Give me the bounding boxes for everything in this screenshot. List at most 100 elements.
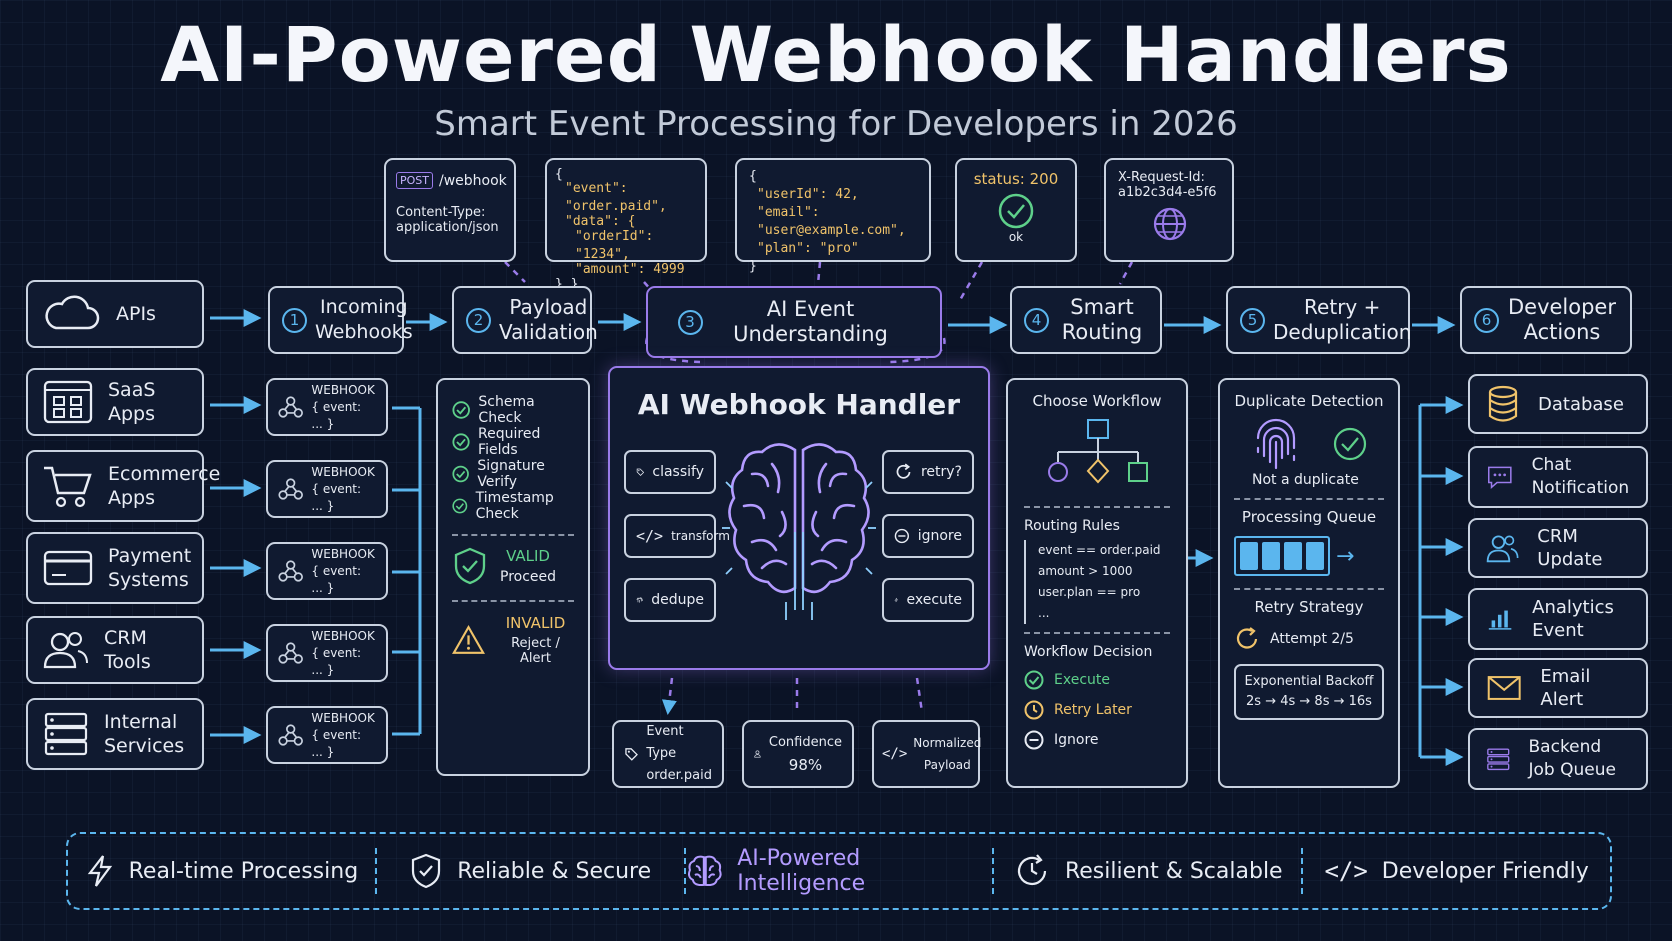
action-crm-update[interactable]: CRM Update: [1468, 518, 1648, 578]
stage-developer-actions[interactable]: 6 Developer Actions: [1460, 286, 1632, 354]
decision-ignore: Ignore: [1024, 730, 1170, 750]
status-code: status: 200: [973, 170, 1059, 188]
source-label: APIs: [116, 303, 156, 325]
status-ok: ok: [1008, 230, 1024, 244]
webhook-card[interactable]: WEBHOOK{ event: ... }: [266, 624, 388, 682]
webhook-body: { event: ... }: [311, 399, 362, 431]
stage-payload-validation[interactable]: 2 Payload Validation: [452, 286, 598, 354]
action-label: Backend Job Queue: [1528, 737, 1616, 780]
users-icon: [1486, 535, 1519, 563]
check-circle-icon: [452, 433, 470, 451]
feature-footer: Real-time Processing Reliable & Secure A…: [66, 832, 1612, 910]
classify-action[interactable]: classify: [624, 450, 716, 494]
source-payment-systems[interactable]: Payment Systems: [26, 532, 204, 604]
arrow-right-icon: →: [1336, 543, 1355, 569]
action-backend-job-queue[interactable]: Backend Job Queue: [1468, 728, 1648, 790]
processing-queue-visual: →: [1234, 536, 1384, 576]
stage-number: 3: [677, 309, 703, 335]
code-icon: </>: [1324, 857, 1368, 885]
action-analytics-event[interactable]: Analytics Event: [1468, 588, 1648, 650]
code-icon: </>: [882, 746, 908, 762]
action-label: classify: [652, 464, 704, 480]
action-database[interactable]: Database: [1468, 374, 1648, 434]
webhook-title: WEBHOOK: [311, 628, 375, 643]
server-icon: [44, 712, 88, 756]
source-ecommerce-apps[interactable]: Ecommerce Apps: [26, 450, 221, 522]
action-email-alert[interactable]: Email Alert: [1468, 658, 1648, 718]
source-saas-apps[interactable]: SaaS Apps: [26, 368, 204, 436]
webhook-body: { event: ... }: [311, 481, 362, 513]
database-icon: [1488, 385, 1518, 422]
fingerprint-icon: [1256, 418, 1296, 470]
webhook-card[interactable]: WEBHOOK{ event: ... }: [266, 706, 388, 764]
action-label: dedupe: [651, 592, 704, 608]
shield-check-icon: [412, 853, 441, 889]
action-label: retry?: [920, 464, 962, 480]
check-circle-icon: [998, 193, 1034, 229]
feature-label: Real-time Processing: [128, 858, 359, 884]
decision-retry-later: Retry Later: [1024, 700, 1170, 720]
backoff-title: Exponential Backoff: [1244, 674, 1374, 689]
source-crm-tools[interactable]: CRM Tools: [26, 616, 204, 684]
json-line: "email": "user@example.com",: [757, 205, 906, 238]
json-line: "amount": 4999: [575, 262, 685, 277]
feature-label: Developer Friendly: [1381, 858, 1589, 884]
webhook-icon: [278, 396, 303, 418]
globe-icon: [1153, 207, 1187, 241]
source-label: Ecommerce Apps: [108, 463, 221, 509]
brain-icon: [687, 855, 722, 886]
output-label: Event Type: [646, 724, 684, 761]
webhook-card[interactable]: WEBHOOK{ event: ... }: [266, 542, 388, 600]
retry-action[interactable]: retry?: [882, 450, 974, 494]
valid-result: VALID Proceed: [452, 546, 574, 586]
source-internal-services[interactable]: Internal Services: [26, 698, 204, 770]
stage-number: 1: [282, 307, 307, 333]
check-label: Required Fields: [478, 426, 541, 458]
action-chat-notification[interactable]: Chat Notification: [1468, 446, 1648, 508]
stage-label: Smart Routing: [1061, 295, 1143, 344]
transform-action[interactable]: </> transform: [624, 514, 730, 558]
stage-incoming-webhooks[interactable]: 1 Incoming Webhooks: [268, 286, 413, 354]
retry-attempt: Attempt 2/5: [1234, 626, 1384, 652]
feature-developer-friendly: </> Developer Friendly: [1303, 834, 1610, 908]
stage-ai-event-understanding[interactable]: 3 AI Event Understanding: [646, 286, 942, 358]
feature-resilient: Resilient & Scalable: [994, 834, 1301, 908]
webhook-card[interactable]: WEBHOOK{ event: ... }: [266, 460, 388, 518]
card-icon: [43, 550, 93, 586]
feature-reliable: Reliable & Secure: [377, 834, 684, 908]
execute-action[interactable]: execute: [882, 578, 974, 622]
check-circle-icon: [1024, 670, 1044, 690]
webhook-body: { event: ... }: [311, 727, 362, 759]
page-title: AI-Powered Webhook Handlers: [160, 10, 1512, 99]
processing-queue-title: Processing Queue: [1241, 508, 1377, 526]
ignore-action[interactable]: ignore: [882, 514, 974, 558]
content-type-value: application/json: [396, 220, 499, 235]
stage-smart-routing[interactable]: 4 Smart Routing: [1010, 286, 1162, 354]
bar-chart-icon: [1488, 610, 1512, 630]
attempt-label: Attempt 2/5: [1270, 631, 1354, 647]
webhook-card[interactable]: WEBHOOK{ event: ... }: [266, 378, 388, 436]
check-item: Required Fields: [452, 426, 574, 458]
cart-icon: [44, 466, 92, 508]
routing-rules-title: Routing Rules: [1024, 518, 1120, 534]
json-line: "data": {: [565, 214, 636, 229]
valid-label: VALID: [506, 547, 550, 565]
json-line: {: [555, 167, 563, 182]
action-label: ignore: [917, 528, 962, 544]
stage-retry-deduplication[interactable]: 5 Retry + Deduplication: [1226, 286, 1411, 354]
dedupe-action[interactable]: dedupe: [624, 578, 716, 622]
check-item: Timestamp Check: [452, 490, 574, 522]
stage-number: 6: [1474, 307, 1499, 333]
decision-label: Execute: [1054, 672, 1110, 688]
tag-icon: [625, 748, 638, 761]
clock-refresh-icon: [1017, 854, 1047, 886]
source-apis[interactable]: APIs: [26, 280, 204, 348]
lightning-icon: [87, 855, 112, 887]
validation-panel: Schema Check Required Fields Signature V…: [436, 378, 590, 776]
retry-dedup-panel: Duplicate Detection Not a duplicate Proc…: [1218, 378, 1400, 788]
webhook-icon: [278, 724, 303, 746]
source-label: SaaS Apps: [108, 379, 156, 425]
output-label: Confidence: [768, 735, 842, 750]
shield-check-icon: [454, 547, 486, 585]
